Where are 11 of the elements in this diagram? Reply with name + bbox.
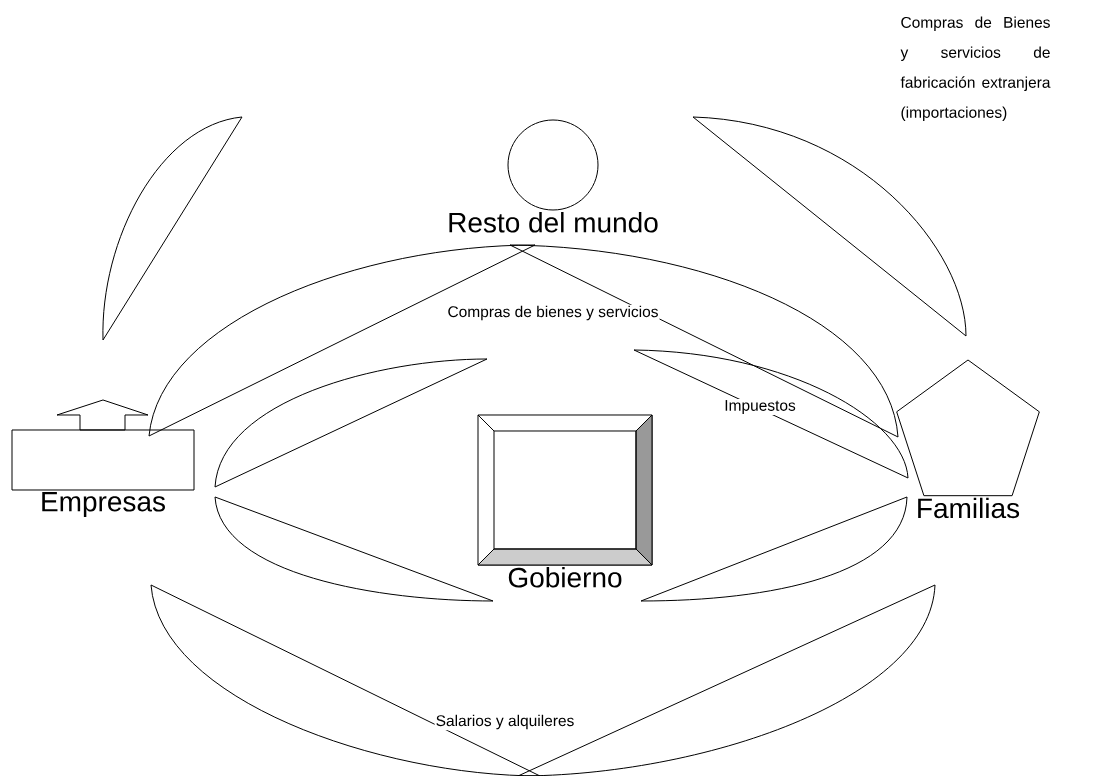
node-label: Resto del mundo [449,212,658,233]
circle-node: Resto del mundo [449,119,658,233]
pentagon-node: Familias [896,359,1040,519]
flow-label: Impuestos [723,399,797,415]
node-label: Familias [918,497,1020,519]
note-text: Compras de Bienes y servicios de fabricación extranjera (importaciones) [900,16,1051,121]
flow-label: Salarios y alquileres [434,713,576,731]
bevel-box: Gobierno [477,414,653,588]
node-label: Empresas [42,492,165,518]
flow-label: Compras de bienes y servicios [446,304,660,322]
node-label: Gobierno [508,567,622,588]
